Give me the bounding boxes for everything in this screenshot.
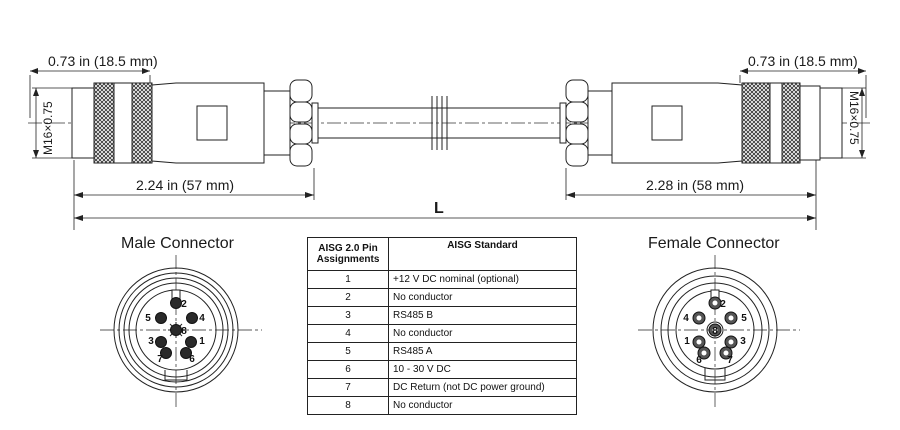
pin-number-cell: 6	[307, 360, 389, 379]
female-pin-label: 5	[741, 313, 747, 324]
male-pin-label: 8	[181, 326, 187, 337]
female-pins: 1 2 3 4 5 6 7 8	[683, 296, 747, 366]
pin-number-cell: 2	[307, 288, 389, 307]
pin-number-cell: 8	[307, 396, 389, 415]
pin-number-cell: 7	[307, 378, 389, 397]
male-pin-label: 6	[189, 354, 195, 365]
male-pin-label: 1	[199, 336, 205, 347]
female-pin-socket	[712, 327, 718, 333]
female-pin-label: 8	[712, 326, 718, 337]
pin-function-cell: +12 V DC nominal (optional)	[388, 270, 577, 289]
male-pin-label: 7	[157, 354, 163, 365]
male-pin-8	[170, 324, 182, 336]
pin-number-cell: 3	[307, 306, 389, 325]
male-hex-nut	[289, 79, 313, 167]
pin-function-cell: RS485 B	[388, 306, 577, 325]
pin-function-cell: 10 - 30 V DC	[388, 360, 577, 379]
female-pin-label: 3	[740, 336, 746, 347]
male-pin-label: 3	[148, 336, 154, 347]
table-row: 1+12 V DC nominal (optional)	[307, 270, 577, 289]
right-thread-label: M16×0.75	[847, 91, 861, 145]
female-pin-socket	[701, 350, 707, 356]
header-aisg-standard: AISG Standard	[388, 237, 577, 271]
female-connector-body	[559, 79, 843, 167]
left-thread-label: M16×0.75	[41, 101, 55, 155]
female-pin-socket	[723, 350, 729, 356]
pin-function-cell: No conductor	[388, 288, 577, 307]
pin-function-cell: No conductor	[388, 324, 577, 343]
left-bottom-dimension: 2.24 in (57 mm)	[136, 177, 235, 193]
female-pin-socket	[696, 339, 702, 345]
female-pin-socket	[728, 339, 734, 345]
male-pin-label: 4	[199, 313, 205, 324]
pin-number-cell: 4	[307, 324, 389, 343]
male-pin-5	[155, 312, 167, 324]
male-pin-label: 5	[145, 313, 151, 324]
male-connector-body	[71, 79, 319, 167]
male-pin-3	[155, 336, 167, 348]
female-pin-label: 4	[683, 313, 689, 324]
female-pin-label: 1	[684, 336, 690, 347]
dimension-lines	[29, 70, 867, 230]
table-header-row: AISG 2.0 Pin Assignments AISG Standard	[307, 237, 577, 271]
female-connector-title: Female Connector	[648, 235, 780, 252]
pin-function-cell: RS485 A	[388, 342, 577, 361]
cable-assembly	[28, 68, 870, 230]
male-pin-2	[170, 297, 182, 309]
male-connector-title: Male Connector	[121, 235, 234, 252]
male-pin-4	[186, 312, 198, 324]
pin-function-cell: DC Return (not DC power ground)	[388, 378, 577, 397]
female-hex-nut	[565, 79, 589, 167]
female-pin-socket	[728, 315, 734, 321]
female-pin-socket	[712, 300, 718, 306]
arrowheads	[30, 68, 866, 221]
female-pin-socket	[696, 315, 702, 321]
male-pin-1	[185, 336, 197, 348]
female-pin-label: 7	[727, 355, 733, 366]
female-pin-label: 6	[696, 355, 702, 366]
pin-function-cell: No conductor	[388, 396, 577, 415]
pin-number-cell: 1	[307, 270, 389, 289]
male-pins: 1 2 3 4 5 6 7 8	[145, 297, 205, 365]
cable	[316, 96, 566, 150]
right-top-dimension: 0.73 in (18.5 mm)	[748, 53, 858, 69]
male-pin-6	[180, 347, 192, 359]
header-pin-assignments: AISG 2.0 Pin Assignments	[307, 237, 389, 271]
pin-number-cell: 5	[307, 342, 389, 361]
male-pin-7	[160, 347, 172, 359]
left-top-dimension: 0.73 in (18.5 mm)	[48, 53, 158, 69]
male-pin-label: 2	[181, 299, 187, 310]
pin-assignment-table: AISG 2.0 Pin Assignments AISG Standard 1…	[307, 237, 577, 415]
right-bottom-dimension: 2.28 in (58 mm)	[646, 177, 745, 193]
female-pin-label: 2	[720, 299, 726, 310]
overall-length-label: L	[434, 200, 444, 217]
